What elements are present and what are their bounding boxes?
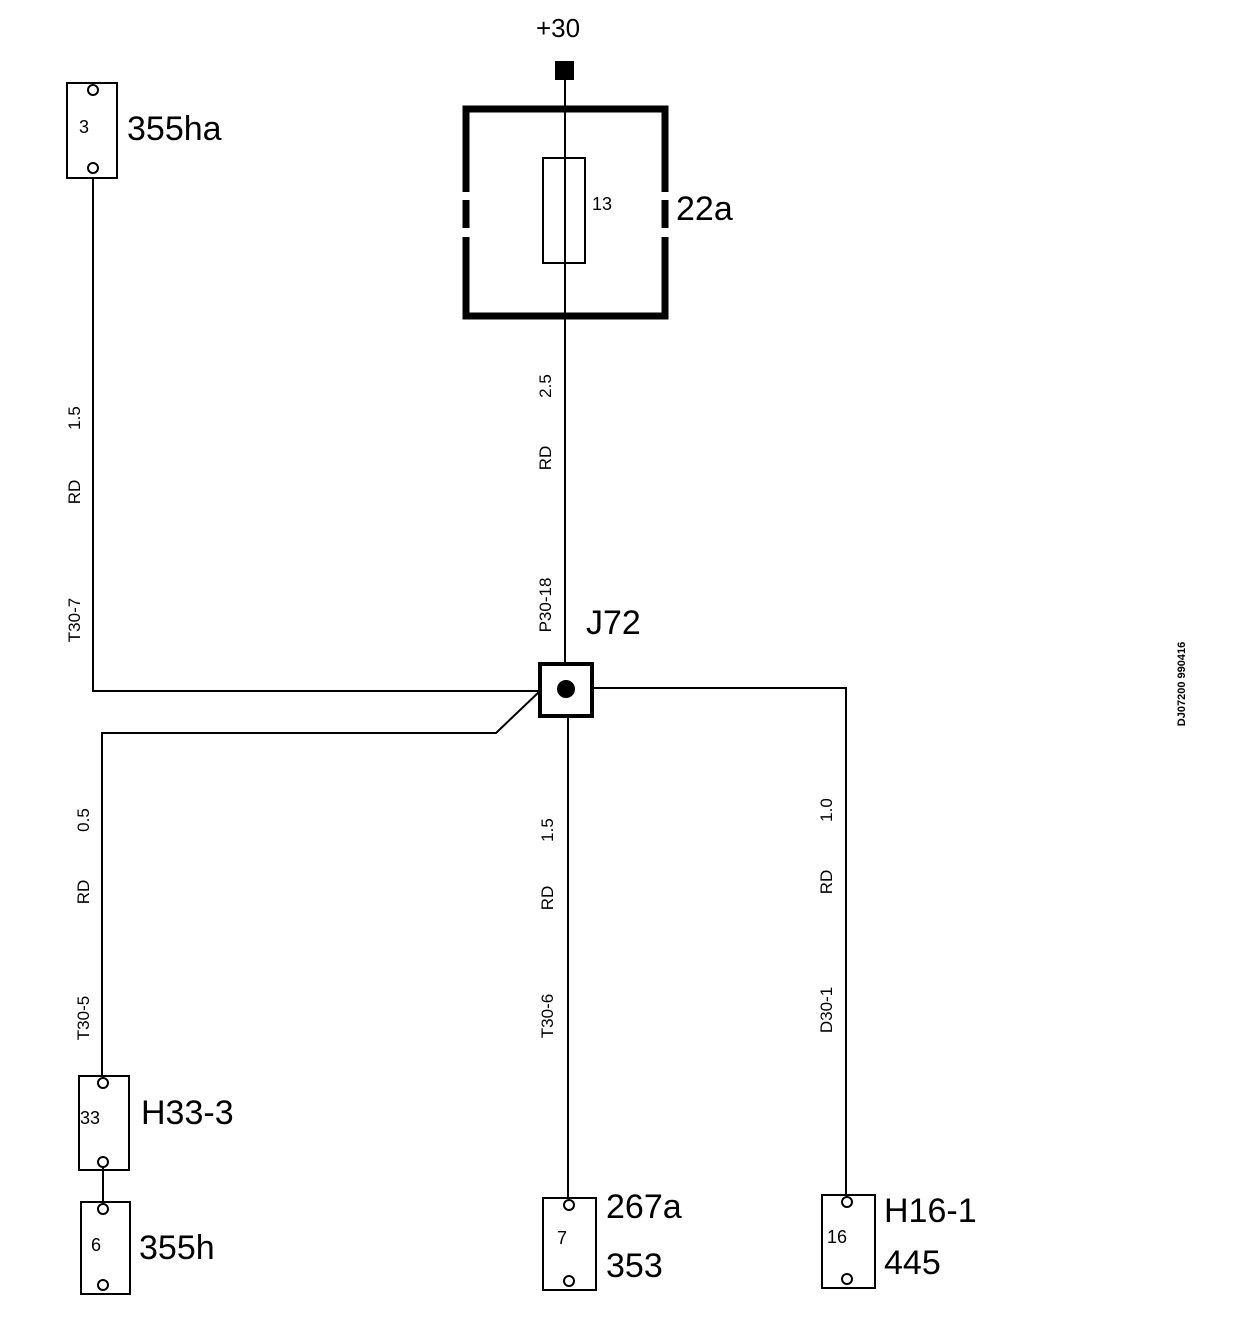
wire-right-bottom-terminal: D30-1: [817, 987, 836, 1033]
connector-h16-1-label: H16-1: [884, 1192, 977, 1230]
drawing-reference: DJ07200 990416: [1176, 642, 1188, 726]
connector-355h: [80, 1201, 131, 1295]
wire-right-bottom: [592, 687, 847, 1198]
wire-left-bottom-color: RD: [74, 880, 93, 905]
supply-label: +30: [536, 13, 580, 43]
supply-terminal: [555, 61, 574, 80]
connector-267a-pin: 7: [557, 1228, 567, 1248]
connector-355h-pin: 6: [91, 1235, 101, 1255]
wire-center-bottom-size: 1.5: [538, 818, 557, 842]
fuse-box-label: 22a: [676, 190, 733, 228]
wire-left-top: [92, 170, 540, 692]
wire-supply-color: RD: [536, 446, 555, 471]
wire-supply-size: 2.5: [536, 374, 555, 398]
connector-355ha-label: 355ha: [127, 110, 222, 148]
wire-left-top-terminal: T30-7: [65, 598, 84, 642]
connector-h16-1: [821, 1194, 876, 1289]
wire-center-bottom-terminal: T30-6: [538, 994, 557, 1038]
connector-h16-1-label2: 445: [884, 1244, 941, 1282]
connector-355ha-pin: 3: [79, 117, 89, 137]
wire-left-bottom-size: 0.5: [74, 808, 93, 832]
wire-left-top-size: 1.5: [65, 406, 84, 430]
junction-pin-label: P30-18: [536, 578, 555, 633]
wire-left-bottom-terminal: T30-5: [74, 996, 93, 1040]
connector-h33-3: [78, 1075, 130, 1171]
connector-355h-label: 355h: [139, 1229, 215, 1267]
wire-right-bottom-size: 1.0: [817, 798, 836, 822]
connector-355ha: [66, 82, 118, 179]
connector-267a-label: 267a: [606, 1188, 682, 1226]
wire-left-top-color: RD: [65, 480, 84, 505]
wire-right-bottom-color: RD: [817, 870, 836, 895]
junction-node: [557, 680, 575, 698]
connector-267a: [542, 1197, 597, 1291]
fuse-number: 13: [592, 194, 612, 214]
junction-label: J72: [586, 604, 641, 642]
connector-h33-3-label: H33-3: [141, 1094, 234, 1132]
connector-267a-label2: 353: [606, 1247, 663, 1285]
connector-h33-3-pin: 33: [80, 1108, 100, 1128]
wire-center-bottom-color: RD: [538, 886, 557, 911]
wire-left-bottom: [101, 690, 541, 1078]
connector-h16-1-pin: 16: [827, 1227, 847, 1247]
